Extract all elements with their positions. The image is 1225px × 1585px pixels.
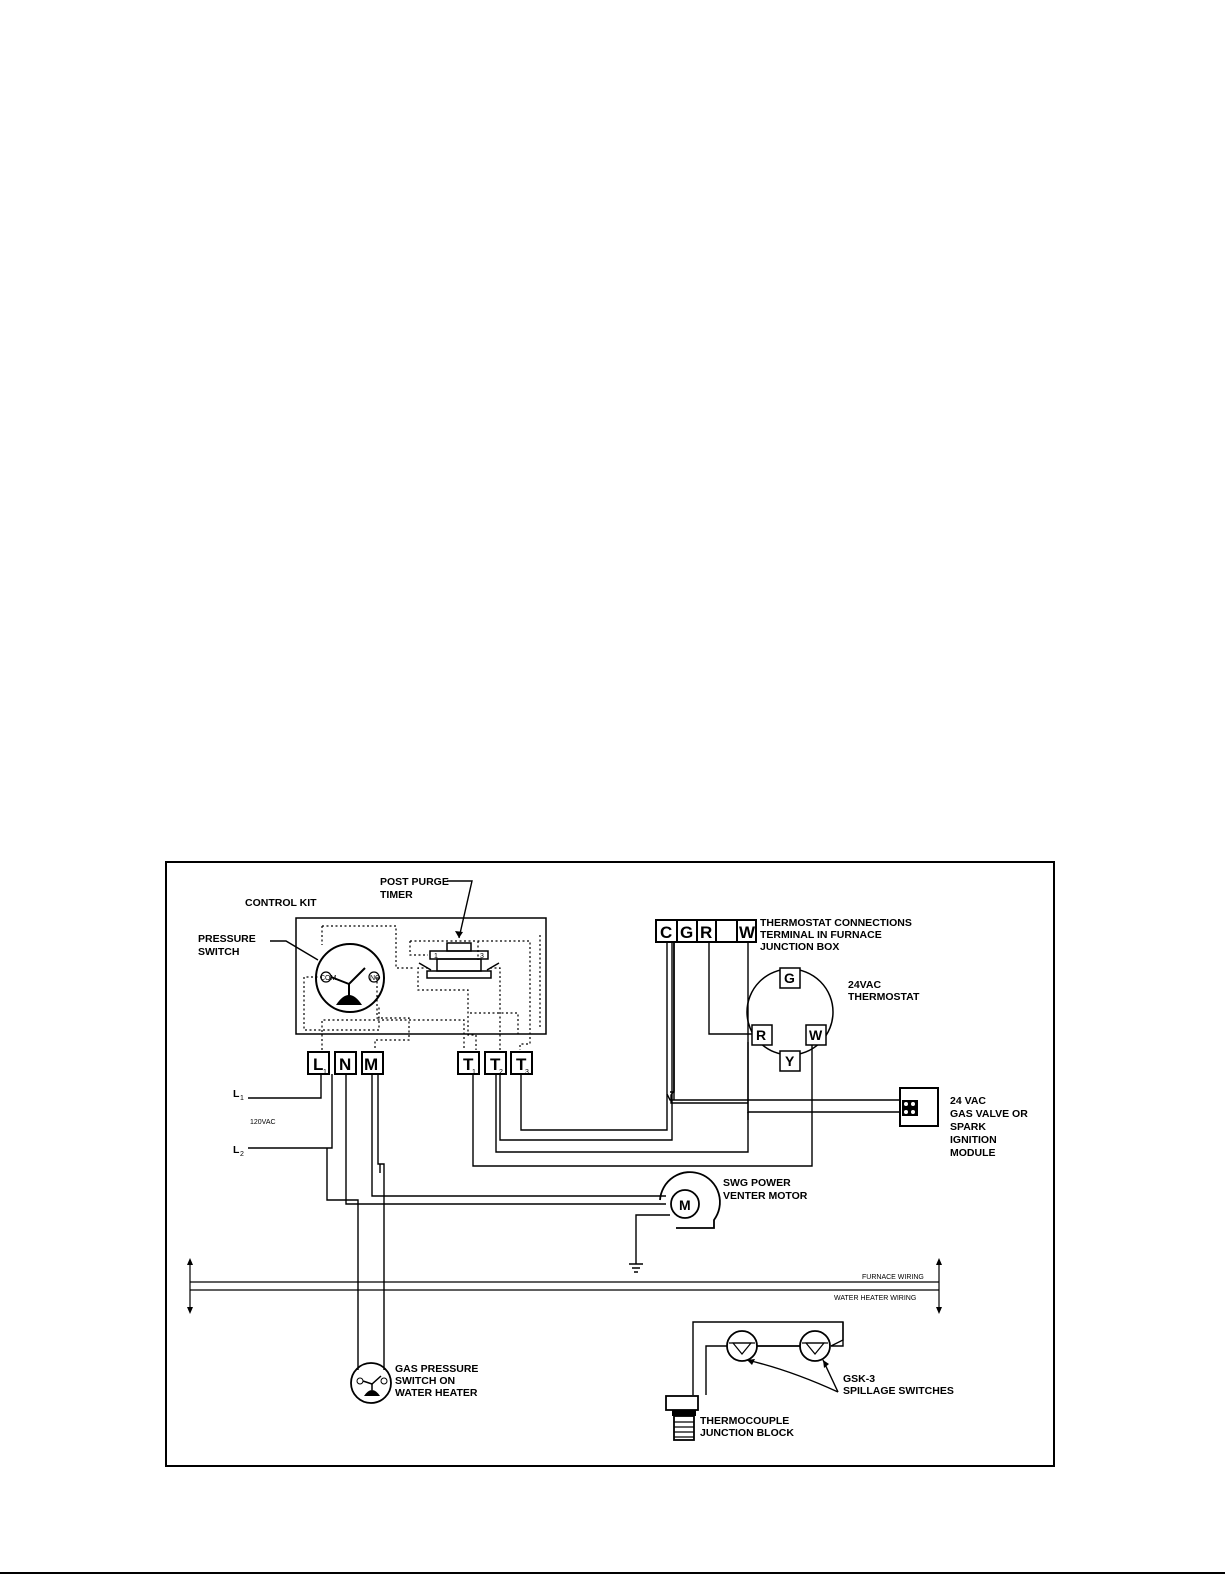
terminal-t2: T 2 — [484, 1051, 507, 1076]
control-kit-label: CONTROL KIT — [245, 897, 317, 909]
spillage-switch-2 — [799, 1330, 831, 1362]
pressure-switch-label: PRESSURE SWITCH — [198, 933, 256, 958]
svg-text:W: W — [739, 923, 756, 942]
svg-text:SPARK: SPARK — [950, 1121, 986, 1133]
svg-text:2: 2 — [499, 1069, 503, 1076]
svg-text:M: M — [364, 1055, 378, 1074]
svg-text:T: T — [463, 1055, 474, 1074]
spillage-switches-label: GSK-3 SPILLAGE SWITCHES — [843, 1373, 954, 1397]
timer-pin-left-label: 1 — [434, 953, 438, 960]
thermostat-label: 24VAC THERMOSTAT — [848, 979, 920, 1003]
svg-text:SPILLAGE SWITCHES: SPILLAGE SWITCHES — [843, 1385, 954, 1397]
ps-right-contact-label: NO — [370, 975, 381, 982]
terminal-t3: T 3 — [510, 1051, 533, 1076]
svg-text:1: 1 — [240, 1095, 244, 1102]
ground-symbol — [629, 1263, 643, 1273]
svg-text:PRESSURE: PRESSURE — [198, 933, 256, 945]
svg-text:MODULE: MODULE — [950, 1147, 996, 1159]
supply-labels: L 1 L 2 120VAC — [233, 1088, 276, 1158]
svg-text:2: 2 — [240, 1151, 244, 1158]
terminal-l1: L 1 — [307, 1051, 330, 1076]
svg-text:THERMOCOUPLE: THERMOCOUPLE — [700, 1415, 789, 1427]
svg-text:SWITCH ON: SWITCH ON — [395, 1375, 455, 1387]
svg-text:THERMOSTAT: THERMOSTAT — [848, 991, 920, 1003]
terminal-m: M — [361, 1051, 384, 1075]
svg-text:24VAC: 24VAC — [848, 979, 881, 991]
post-purge-timer-label: POST PURGE TIMER — [380, 876, 449, 901]
svg-text:TIMER: TIMER — [380, 889, 413, 901]
svg-text:N: N — [339, 1055, 351, 1074]
pressure-switch-symbol: COM NO — [315, 943, 385, 1013]
svg-text:GAS VALVE OR: GAS VALVE OR — [950, 1108, 1028, 1120]
svg-text:G: G — [784, 970, 795, 986]
svg-text:T: T — [490, 1055, 501, 1074]
page-footer-rule — [0, 1572, 1225, 1574]
svg-text:WATER HEATER: WATER HEATER — [395, 1387, 478, 1399]
venter-motor-symbol: M — [659, 1171, 721, 1229]
control-kit-internal-wiring — [303, 925, 541, 1050]
thermostat-connections-label: THERMOSTAT CONNECTIONS TERMINAL IN FURNA… — [760, 917, 912, 953]
svg-text:24 VAC: 24 VAC — [950, 1095, 986, 1107]
spillage-switch-1 — [726, 1330, 758, 1362]
thermocouple-junction-block-symbol — [665, 1395, 699, 1441]
svg-text:GAS PRESSURE: GAS PRESSURE — [395, 1363, 478, 1375]
terminal-n: N — [334, 1051, 357, 1075]
svg-text:R: R — [756, 1027, 766, 1043]
svg-text:L: L — [313, 1055, 323, 1074]
svg-text:G: G — [680, 923, 693, 942]
furnace-terminal-strip: C G R W — [655, 919, 757, 943]
gas-pressure-switch-label: GAS PRESSURE SWITCH ON WATER HEATER — [395, 1363, 478, 1399]
svg-text:3: 3 — [525, 1069, 529, 1076]
svg-text:R: R — [700, 923, 712, 942]
terminal-t1: T 1 — [457, 1051, 480, 1076]
svg-text:TERMINAL IN FURNACE: TERMINAL IN FURNACE — [760, 929, 882, 941]
svg-text:1: 1 — [323, 1069, 327, 1076]
furnace-wiring-label: FURNACE WIRING — [862, 1274, 924, 1281]
svg-text:SWG POWER: SWG POWER — [723, 1177, 791, 1189]
svg-text:GSK-3: GSK-3 — [843, 1373, 875, 1385]
thermocouple-label: THERMOCOUPLE JUNCTION BLOCK — [700, 1415, 794, 1439]
svg-text:M: M — [679, 1197, 691, 1213]
svg-text:1: 1 — [472, 1069, 476, 1076]
thermostat-symbol: G R W Y — [746, 967, 834, 1072]
svg-text:SWITCH: SWITCH — [198, 946, 239, 958]
svg-text:IGNITION: IGNITION — [950, 1134, 997, 1146]
post-purge-timer-symbol: 1 3 — [418, 942, 500, 979]
svg-text:JUNCTION BLOCK: JUNCTION BLOCK — [700, 1427, 794, 1439]
svg-text:W: W — [809, 1027, 823, 1043]
diagram-frame — [165, 861, 1055, 1467]
timer-pin-right-label: 3 — [480, 953, 484, 960]
water-heater-wiring-label: WATER HEATER WIRING — [834, 1295, 916, 1302]
gas-valve-symbol — [899, 1087, 939, 1127]
svg-text:L: L — [233, 1088, 240, 1100]
svg-text:POST PURGE: POST PURGE — [380, 876, 449, 888]
svg-text:120VAC: 120VAC — [250, 1119, 276, 1126]
svg-text:C: C — [660, 923, 672, 942]
gas-valve-label: 24 VAC GAS VALVE OR SPARK IGNITION MODUL… — [950, 1095, 1028, 1159]
svg-text:THERMOSTAT CONNECTIONS: THERMOSTAT CONNECTIONS — [760, 917, 912, 929]
gas-pressure-switch-symbol — [350, 1362, 392, 1404]
svg-text:JUNCTION BOX: JUNCTION BOX — [760, 941, 839, 953]
ps-left-contact-label: COM — [320, 975, 337, 982]
furnace-water-divider — [187, 1258, 942, 1314]
svg-text:Y: Y — [785, 1053, 795, 1069]
svg-text:L: L — [233, 1144, 240, 1156]
svg-text:VENTER MOTOR: VENTER MOTOR — [723, 1190, 808, 1202]
svg-text:T: T — [516, 1055, 527, 1074]
control-kit-box — [295, 917, 547, 1035]
motor-label: SWG POWER VENTER MOTOR — [723, 1177, 808, 1202]
